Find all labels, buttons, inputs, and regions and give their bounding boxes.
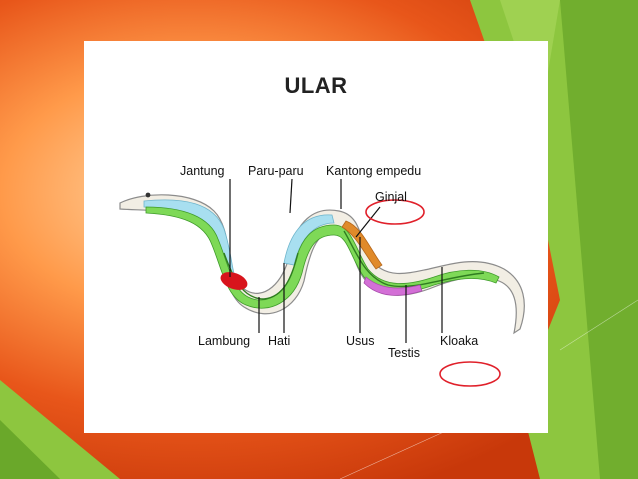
label-jantung: Jantung — [180, 164, 225, 178]
label-usus: Usus — [346, 334, 375, 348]
label-paru-paru: Paru-paru — [248, 164, 304, 178]
label-testis: Testis — [388, 346, 420, 360]
label-lambung: Lambung — [198, 334, 251, 348]
snake-eye — [145, 192, 151, 198]
annotation-circle-empty — [439, 361, 501, 387]
label-kloaka: Kloaka — [440, 334, 479, 348]
slide-content-card: ULAR Jantung Paru-paru Kan — [84, 41, 548, 433]
label-ginjal: Ginjal — [375, 190, 407, 204]
snake-anatomy-diagram — [119, 178, 525, 387]
slide-title: ULAR — [284, 73, 348, 98]
annotation-circle-ginjal — [365, 199, 425, 225]
label-hati: Hati — [268, 334, 291, 348]
heart-organ — [220, 272, 248, 290]
label-kantong-empedu: Kantong empedu — [326, 164, 422, 178]
testis-organ — [363, 276, 423, 296]
